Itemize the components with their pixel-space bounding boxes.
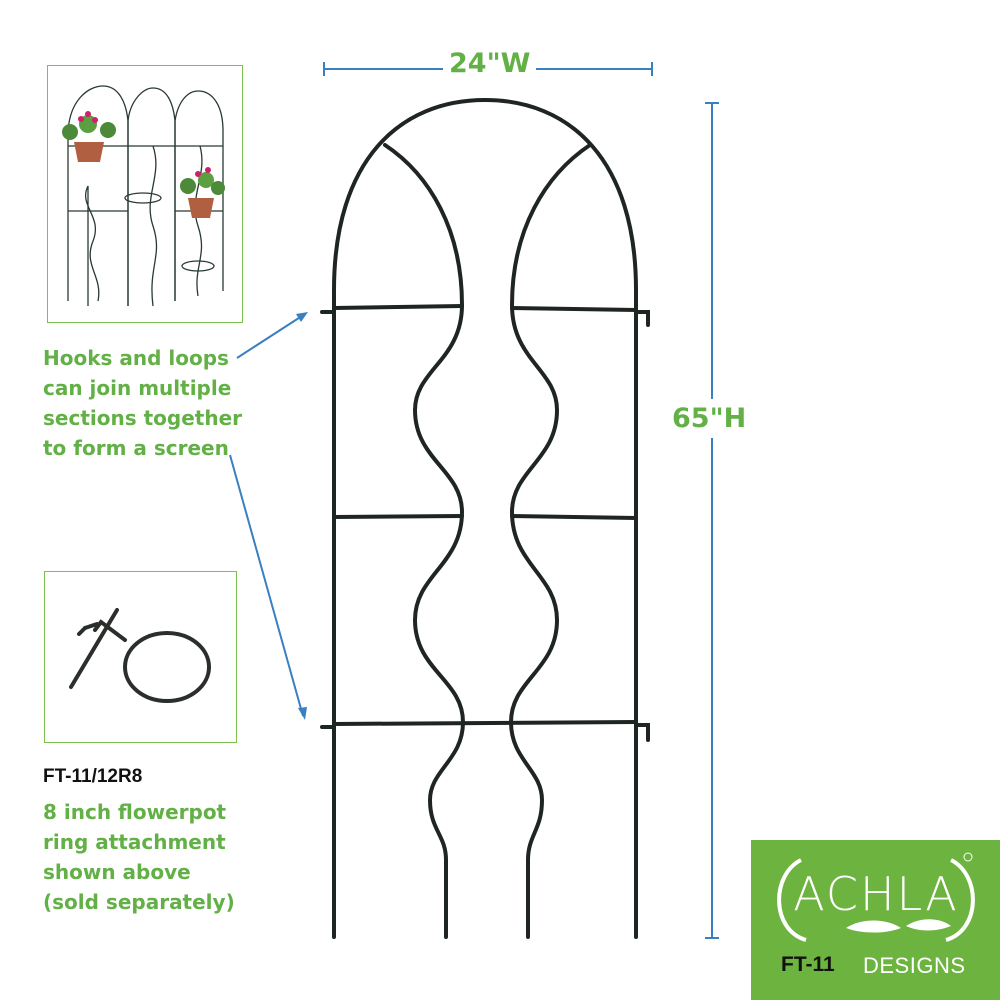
three-panel-screen-image [62, 85, 225, 307]
description-line: (sold separately) [43, 890, 235, 914]
width-dimension: 24"W [443, 48, 537, 79]
callout-line: to form a screen [43, 436, 229, 460]
ring-inset-photo [44, 571, 237, 743]
model-number: FT-11 [781, 953, 835, 976]
flowerpot-ring-image [69, 608, 211, 703]
accessory-code: FT-11/12R8 [43, 766, 143, 787]
callout-line: can join multiple [43, 376, 232, 400]
achla-logo: ACHLA FT-11 DESIGNS [751, 840, 1000, 1000]
achla-wordmark: ACHLA [777, 852, 975, 942]
accessory-description: 8 inch flowerpot ring attachment shown a… [43, 797, 235, 917]
description-line: shown above [43, 860, 191, 884]
description-line: 8 inch flowerpot [43, 800, 227, 824]
height-dimension: 65"H [670, 399, 749, 438]
screen-inset-photo [47, 65, 243, 323]
description-line: ring attachment [43, 830, 226, 854]
callout-line: sections together [43, 406, 242, 430]
svg-text:ACHLA: ACHLA [793, 867, 959, 921]
brand-tagline: DESIGNS [863, 953, 966, 978]
callout-line: Hooks and loops [43, 346, 229, 370]
hooks-callout-text: Hooks and loops can join multiple sectio… [43, 343, 242, 463]
